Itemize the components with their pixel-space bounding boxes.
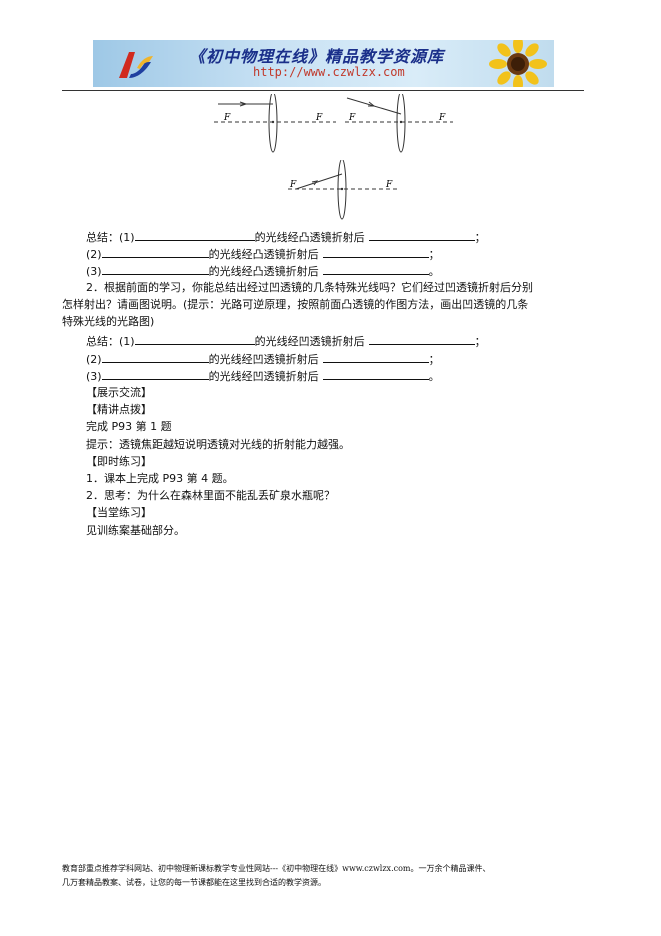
summary-text: 的光线经凹透镜折射后 [208,370,319,383]
answer-blank[interactable] [368,333,475,345]
practice-item-2: 2．思考：为什么在森林里面不能乱丢矿泉水瓶呢？ [86,489,335,502]
task-text: 完成 P93 第 1 题 [86,420,172,433]
summary-text: 的光线经凹透镜折射后 [208,353,319,366]
answer-blank[interactable] [101,351,209,363]
concave-summary-line-1: 总结：(1) 的光线经凹透镜折射后 ； [86,333,486,349]
focus-label-right: F [438,113,446,123]
summary-text: 的光线经凸透镜折射后 [254,231,365,244]
footer-line-2: 几万套精品教案、试卷，让您的每一节课都能在这里找到合适的教学资源。 [62,878,326,887]
banner-url: http://www.czwlzx.com [253,65,405,79]
focus-label-left: F [223,113,231,123]
item-number: (3) [86,370,102,383]
punctuation: ； [428,248,440,261]
convex-lens-diagram-parallel: F F [214,94,336,153]
concave-summary-line-3: (3) 的光线经凹透镜折射后 。 [86,368,440,384]
convex-lens [396,94,406,153]
answer-blank[interactable] [322,351,429,363]
punctuation: ； [474,335,486,348]
site-logo-icon [119,52,153,78]
summary-text: 的光线经凹透镜折射后 [254,335,365,348]
classroom-text: 见训练案基础部分。 [86,524,185,537]
punctuation: ； [474,231,486,244]
footer-line-1: 教育部重点推荐学科网站、初中物理新课标教学专业性网站---《初中物理在线》www… [62,864,491,873]
practice-item-1: 1．课本上完成 P93 第 4 题。 [86,472,234,485]
sunflower-icon [489,40,547,87]
hint-text: 提示：透镜焦距越短说明透镜对光线的折射能力越强。 [86,438,350,451]
item-number: (3) [86,265,102,278]
summary-text: 的光线经凸透镜折射后 [208,248,319,261]
answer-blank[interactable] [322,246,429,258]
summary-text: 的光线经凸透镜折射后 [208,265,319,278]
punctuation: ； [428,353,440,366]
question-2-line-2: 怎样射出？请画图说明。(提示：光路可逆原理，按照前面凸透镜的作图方法，画出凹透镜… [62,298,529,311]
item-number: (2) [86,248,102,261]
convex-summary-line-1: 总结：(1) 的光线经凸透镜折射后 ； [86,229,486,245]
item-number: 总结：(1) [86,335,135,348]
focus-label-right: F [385,180,393,190]
header-divider [62,90,584,91]
question-2-line-1: 2．根据前面的学习，你能总结出经过凹透镜的几条特殊光线吗？它们经过凹透镜折射后分… [86,281,533,294]
section-heading-classroom: 【当堂练习】 [86,506,152,519]
item-number: 总结：(1) [86,231,135,244]
answer-blank[interactable] [134,229,255,241]
section-heading-practice: 【即时练习】 [86,455,152,468]
focus-label-left: F [348,113,356,123]
header-banner: 《初中物理在线》精品教学资源库 http://www.czwlzx.com [93,40,554,87]
convex-lens [268,94,278,153]
convex-summary-line-2: (2) 的光线经凸透镜折射后 ； [86,246,440,262]
answer-blank[interactable] [322,368,429,380]
answer-blank[interactable] [134,333,255,345]
convex-lens-diagram-focus: F F [345,94,453,153]
footer: 教育部重点推荐学科网站、初中物理新课标教学专业性网站---《初中物理在线》www… [62,862,602,890]
answer-blank[interactable] [322,263,429,275]
answer-blank[interactable] [101,246,209,258]
focus-label-left: F [289,180,297,190]
convex-lens-diagram-center: F F [288,160,398,220]
answer-blank[interactable] [101,368,209,380]
punctuation: 。 [428,370,440,383]
section-heading-explain: 【精讲点拨】 [86,403,152,416]
question-2-line-3: 特殊光线的光路图) [62,315,155,328]
banner-title: 《初中物理在线》精品教学资源库 [189,47,445,66]
concave-summary-line-2: (2) 的光线经凹透镜折射后 ； [86,351,440,367]
incident-ray [295,173,343,190]
convex-lens [337,160,347,220]
punctuation: 。 [428,265,440,278]
focus-label-right: F [315,113,323,123]
answer-blank[interactable] [101,263,209,275]
convex-summary-line-3: (3) 的光线经凸透镜折射后 。 [86,263,440,279]
answer-blank[interactable] [368,229,475,241]
item-number: (2) [86,353,102,366]
section-heading-display: 【展示交流】 [86,386,152,399]
